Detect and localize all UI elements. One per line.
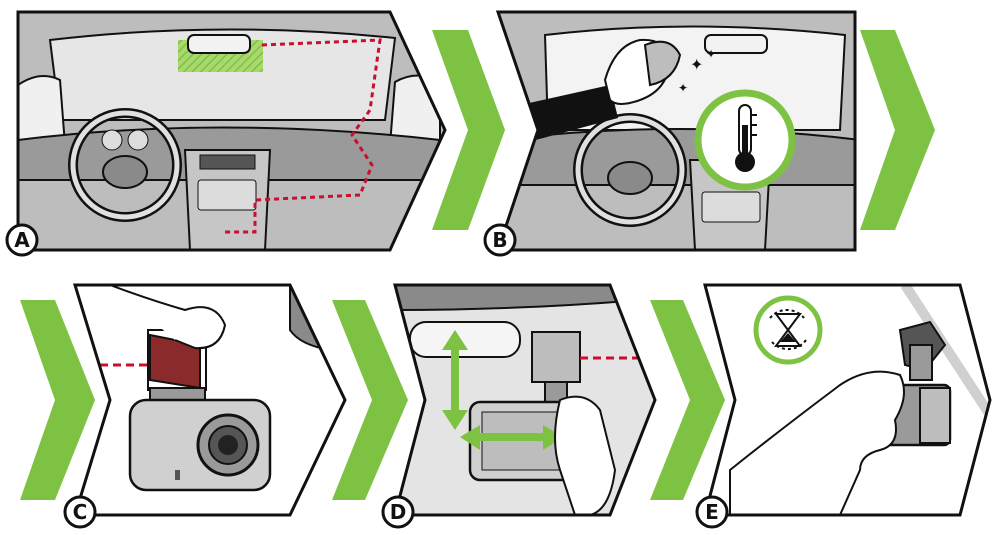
step-badge-a: A [5,223,39,257]
panel-a [16,10,447,252]
step-label: B [492,228,507,252]
next-arrow-icon [650,300,725,500]
next-arrow-icon [432,30,505,230]
step-label: C [73,500,88,524]
panel-b: ✦ ✦ ✦ [495,10,857,252]
next-arrow-icon [860,30,935,230]
step-badge-e: E [695,495,729,529]
step-badge-c: C [63,495,97,529]
svg-text:✦: ✦ [678,81,688,95]
step-badge-d: D [381,495,415,529]
cable-route [225,38,382,234]
panel-e [703,283,992,517]
panel-a-border [16,10,447,252]
panel-c [72,283,347,517]
panel-e-border [703,283,992,517]
svg-text:✦: ✦ [690,57,703,74]
windshield [48,28,397,121]
step-label: A [14,228,30,252]
windshield-edge [900,285,990,418]
radio-panel [197,179,257,211]
adjust-arrows-icon [442,330,563,450]
svg-text:✦: ✦ [706,47,716,61]
panel-c-border [72,283,347,517]
step-label: D [390,500,407,524]
rear-view-mirror [704,34,768,54]
next-arrow-icon [20,300,95,500]
hand-icon [729,370,905,515]
next-arrow-icon [332,300,408,500]
hand-icon [109,285,227,350]
hand-icon [554,395,617,515]
mount-bracket [531,331,581,383]
rear-view-mirror [187,34,251,54]
panel-d-border [393,283,657,517]
step-badge-b: B [483,223,517,257]
rear-view-mirror [409,321,521,358]
step-label: E [705,500,719,524]
panel-d [393,283,657,517]
vent [199,154,256,170]
panel-b-border [495,10,857,252]
